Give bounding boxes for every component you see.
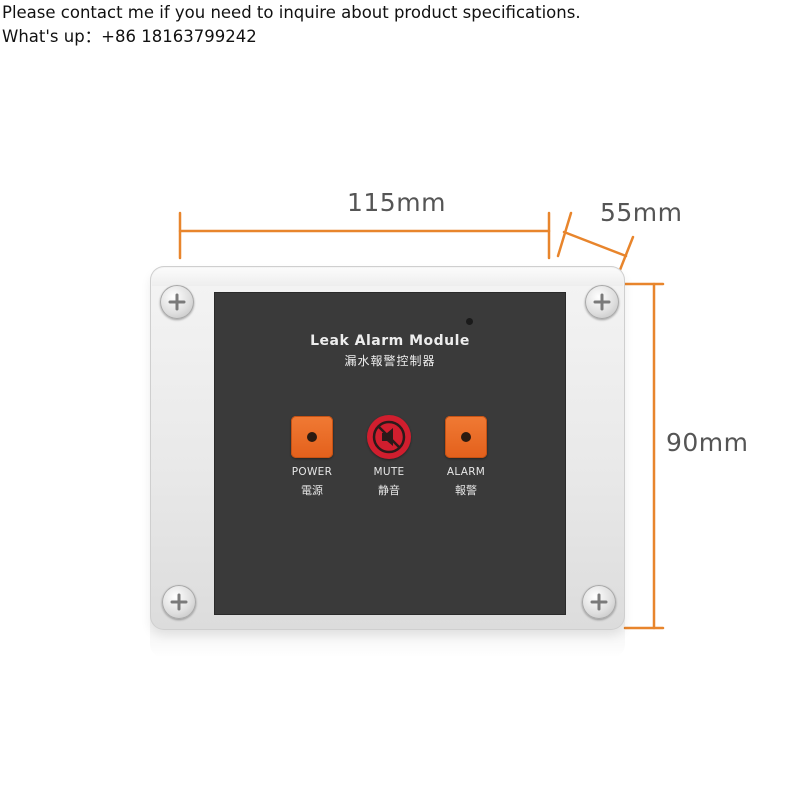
- contact-phone: What's up：+86 18163799242: [2, 27, 257, 46]
- speaker-muted-icon: [372, 420, 406, 454]
- depth-dimension-tick-left: [556, 211, 573, 258]
- mute-button[interactable]: [367, 415, 411, 459]
- power-button[interactable]: [291, 416, 333, 458]
- alarm-label-chinese: 報警: [455, 484, 477, 497]
- enclosure-rim: [152, 268, 623, 286]
- screw-icon: [585, 285, 619, 319]
- screw-icon: [160, 285, 194, 319]
- depth-dimension-label: 55mm: [600, 198, 683, 227]
- width-dimension-label: 115mm: [347, 188, 446, 217]
- device-title-chinese: 漏水報警控制器: [344, 354, 436, 368]
- depth-dimension-line: [562, 230, 628, 258]
- alarm-led-icon: [461, 432, 471, 442]
- contact-text: Please contact me if you need to inquire…: [2, 3, 581, 22]
- power-led-icon: [307, 432, 317, 442]
- alarm-label: ALARM: [446, 466, 486, 478]
- screw-icon: [582, 585, 616, 619]
- device-title: Leak Alarm Module: [310, 333, 470, 349]
- height-dimension-label: 90mm: [666, 428, 749, 457]
- power-label-chinese: 電源: [301, 484, 323, 497]
- power-label: POWER: [291, 466, 333, 478]
- mute-label-chinese: 静音: [378, 484, 400, 497]
- screw-icon: [162, 585, 196, 619]
- mute-label: MUTE: [373, 466, 405, 478]
- sensor-dot: [466, 318, 473, 325]
- alarm-button[interactable]: [445, 416, 487, 458]
